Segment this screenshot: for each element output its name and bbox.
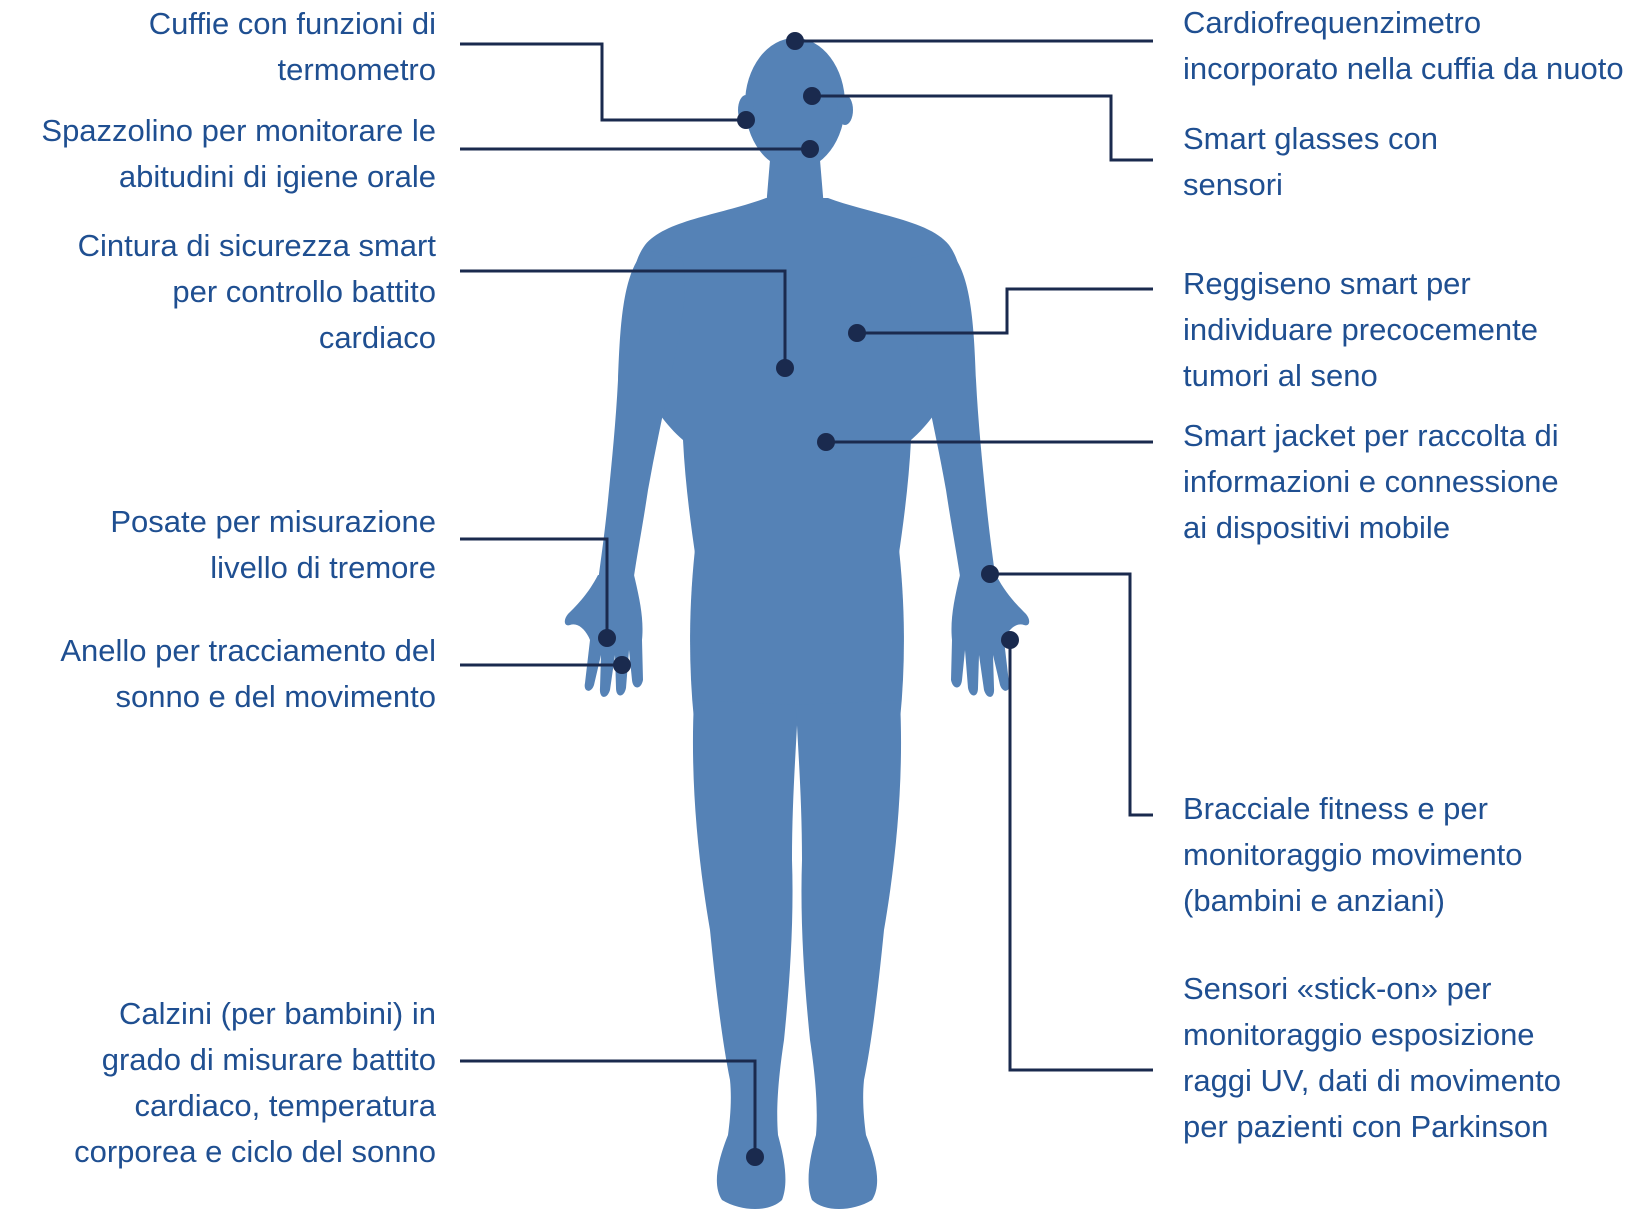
label-cuffie: Cuffie con funzioni di termometro — [149, 1, 436, 93]
leader-sensori — [1010, 640, 1153, 1070]
label-smart-jacket: Smart jacket per raccolta di informazion… — [1183, 413, 1559, 551]
label-line: termometro — [149, 47, 436, 93]
label-line: cardiaco, temperatura — [74, 1083, 436, 1129]
label-cintura: Cintura di sicurezza smart per controllo… — [78, 223, 436, 361]
leader-smart-glasses — [812, 96, 1153, 160]
dot-calzini — [746, 1148, 764, 1166]
dot-reggiseno — [848, 324, 866, 342]
dot-bracciale — [981, 565, 999, 583]
dot-anello — [613, 656, 631, 674]
label-cardiofrequenzimetro: Cardiofrequenzimetro incorporato nella c… — [1183, 0, 1624, 92]
label-line: sensori — [1183, 162, 1438, 208]
dot-spazzolino — [801, 140, 819, 158]
label-bracciale: Bracciale fitness e per monitoraggio mov… — [1183, 786, 1522, 924]
label-calzini: Calzini (per bambini) in grado di misura… — [74, 991, 436, 1175]
label-line: raggi UV, dati di movimento — [1183, 1058, 1561, 1104]
label-line: individuare precocemente — [1183, 307, 1538, 353]
label-line: Spazzolino per monitorare le — [41, 108, 436, 154]
label-line: ai dispositivi mobile — [1183, 505, 1559, 551]
label-line: corporea e ciclo del sonno — [74, 1129, 436, 1175]
leader-calzini — [460, 1061, 755, 1157]
dot-smart-jacket — [817, 433, 835, 451]
dot-cintura — [776, 359, 794, 377]
label-line: Posate per misurazione — [110, 499, 436, 545]
label-line: per controllo battito — [78, 269, 436, 315]
label-line: Cintura di sicurezza smart — [78, 223, 436, 269]
label-line: Reggiseno smart per — [1183, 261, 1538, 307]
label-line: informazioni e connessione — [1183, 459, 1559, 505]
label-line: Sensori «stick-on» per — [1183, 966, 1561, 1012]
leader-cuffie — [460, 44, 746, 120]
dot-sensori — [1001, 631, 1019, 649]
human-body-silhouette — [565, 38, 1029, 1209]
label-spazzolino: Spazzolino per monitorare le abitudini d… — [41, 108, 436, 200]
label-smart-glasses: Smart glasses con sensori — [1183, 116, 1438, 208]
dot-posate — [598, 629, 616, 647]
label-line: incorporato nella cuffia da nuoto — [1183, 46, 1624, 92]
label-line: grado di misurare battito — [74, 1037, 436, 1083]
label-line: monitoraggio movimento — [1183, 832, 1522, 878]
label-line: abitudini di igiene orale — [41, 154, 436, 200]
label-line: Smart glasses con — [1183, 116, 1438, 162]
label-line: per pazienti con Parkinson — [1183, 1104, 1561, 1150]
label-sensori: Sensori «stick-on» per monitoraggio espo… — [1183, 966, 1561, 1150]
label-line: Anello per tracciamento del — [60, 628, 436, 674]
label-line: Bracciale fitness e per — [1183, 786, 1522, 832]
label-line: Cuffie con funzioni di — [149, 1, 436, 47]
dot-cuffie — [737, 111, 755, 129]
label-line: livello di tremore — [110, 545, 436, 591]
dot-smart-glasses — [803, 87, 821, 105]
label-line: sonno e del movimento — [60, 674, 436, 720]
label-line: Smart jacket per raccolta di — [1183, 413, 1559, 459]
label-posate: Posate per misurazione livello di tremor… — [110, 499, 436, 591]
label-line: (bambini e anziani) — [1183, 878, 1522, 924]
label-line: monitoraggio esposizione — [1183, 1012, 1561, 1058]
label-line: Calzini (per bambini) in — [74, 991, 436, 1037]
dot-cardiofrequenzimetro — [786, 32, 804, 50]
label-line: tumori al seno — [1183, 353, 1538, 399]
label-line: Cardiofrequenzimetro — [1183, 0, 1624, 46]
label-reggiseno: Reggiseno smart per individuare precocem… — [1183, 261, 1538, 399]
label-anello: Anello per tracciamento del sonno e del … — [60, 628, 436, 720]
label-line: cardiaco — [78, 315, 436, 361]
